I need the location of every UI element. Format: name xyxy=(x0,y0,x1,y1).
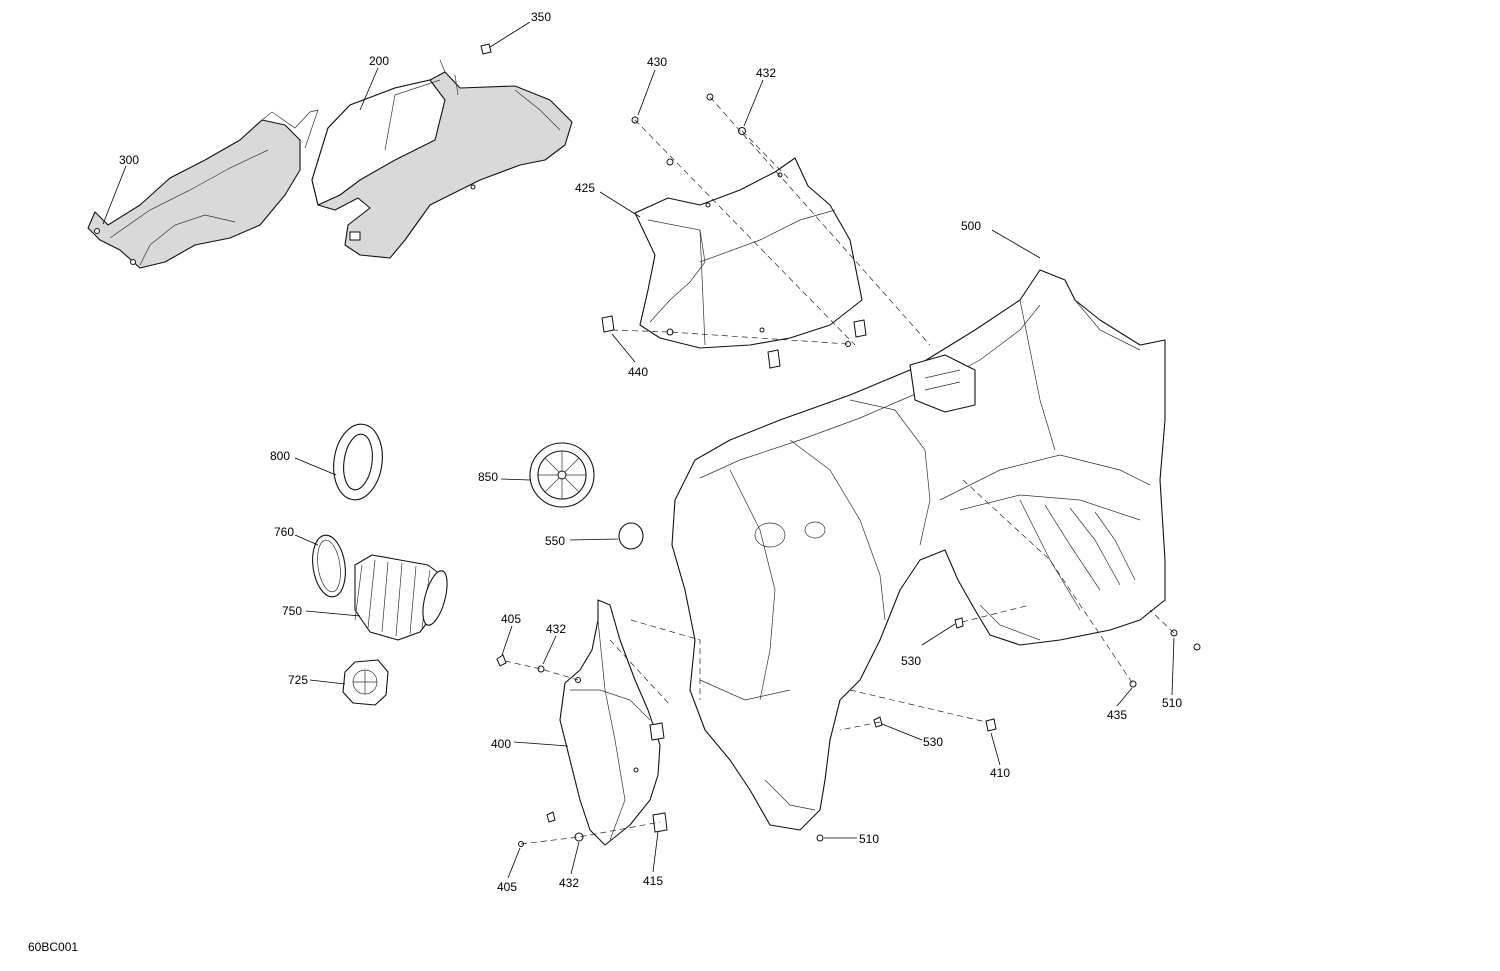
callout-800: 800 xyxy=(270,449,290,463)
callout-425: 425 xyxy=(575,181,595,195)
callout-410: 410 xyxy=(990,766,1010,780)
callout-435: 435 xyxy=(1107,708,1127,722)
part-200-duct xyxy=(311,59,573,259)
callout-510-right: 510 xyxy=(1162,696,1182,710)
callout-500: 500 xyxy=(961,219,981,233)
callout-430: 430 xyxy=(647,55,667,69)
callout-530-lower: 530 xyxy=(923,735,943,749)
part-800-seal xyxy=(333,423,383,501)
hardware-lower xyxy=(496,617,1201,847)
part-760-clamp xyxy=(312,534,346,598)
callout-725: 725 xyxy=(288,673,308,687)
callout-350: 350 xyxy=(531,10,551,24)
callout-432-mid: 432 xyxy=(546,622,566,636)
callout-labels: 350 200 300 430 432 425 500 440 800 850 … xyxy=(119,10,1182,894)
part-725-adapter xyxy=(342,659,389,706)
assembly-lines xyxy=(504,96,1175,845)
callout-415: 415 xyxy=(643,874,663,888)
part-425-panel xyxy=(634,157,863,349)
callout-200: 200 xyxy=(369,54,389,68)
callout-400: 400 xyxy=(491,737,511,751)
callout-530-right: 530 xyxy=(901,654,921,668)
part-400-panel xyxy=(559,599,668,846)
part-350-clip xyxy=(480,43,492,55)
drawing-code: 60BC001 xyxy=(28,940,79,954)
callout-510-lower: 510 xyxy=(859,832,879,846)
callout-300: 300 xyxy=(119,153,139,167)
callout-850: 850 xyxy=(478,470,498,484)
callout-405-upper: 405 xyxy=(501,612,521,626)
part-750-boot xyxy=(354,554,448,641)
callout-432-top: 432 xyxy=(756,66,776,80)
part-500-body xyxy=(671,269,1166,831)
part-550-plug xyxy=(618,522,644,550)
part-850-grille xyxy=(529,442,595,508)
callout-405-lower: 405 xyxy=(497,880,517,894)
callout-432-lower: 432 xyxy=(559,876,579,890)
leader-lines xyxy=(102,21,1175,879)
callout-750: 750 xyxy=(282,604,302,618)
callout-440: 440 xyxy=(628,365,648,379)
callout-760: 760 xyxy=(274,525,294,539)
part-300-duct xyxy=(87,109,319,269)
callout-550: 550 xyxy=(545,534,565,548)
